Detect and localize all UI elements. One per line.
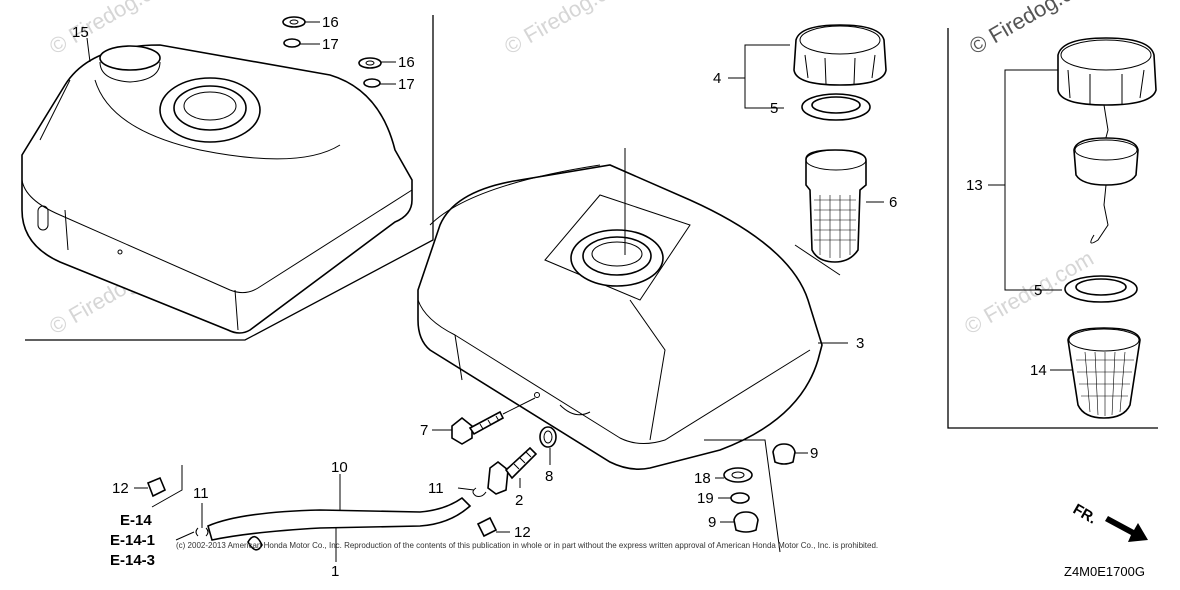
callout-1: 1 [331,563,339,580]
fuel-cap-13 [1057,37,1157,244]
inset-frames [25,15,1158,429]
bolt-7 [451,410,505,445]
callout-7: 7 [420,422,428,439]
strainer-14 [1067,327,1141,419]
grommet-frame [704,439,781,553]
callout-16-b: 16 [398,54,415,71]
alt-fuel-tank [21,44,413,334]
watermark-2: © Firedog.com [500,0,638,59]
washers-16-17 [282,16,382,88]
callout-15: 15 [72,24,89,41]
callout-18: 18 [694,470,711,487]
strainer-6 [805,149,867,263]
callout-9-b: 9 [708,514,716,531]
callout-14: 14 [1030,362,1047,379]
gasket-5-upper [801,93,871,121]
callout-13: 13 [966,177,983,194]
front-direction-marker: FR. [1070,501,1148,542]
strainer-guide-line [794,244,841,276]
reference-e14: E-14 [120,512,152,529]
diagram-code: Z4M0E1700G [1064,564,1145,579]
callout-17-b: 17 [398,76,415,93]
callout-4: 4 [713,70,721,87]
o-ring-8 [539,426,557,448]
clamp-12-right [476,516,498,538]
callout-3: 3 [856,335,864,352]
clamp-frame [151,465,183,508]
callout-8: 8 [545,468,553,485]
callout-6: 6 [889,194,897,211]
gasket-5-lower [1064,275,1138,303]
fuel-tube-10 [207,496,472,551]
callout-numbers: 15 16 17 16 17 4 5 6 3 13 5 14 7 8 2 11 … [72,14,1047,580]
callout-12-a: 12 [112,480,129,497]
callout-9-a: 9 [810,445,818,462]
callout-12-b: 12 [514,524,531,541]
clamp-12-left [146,476,167,498]
reference-e14-1: E-14-1 [110,532,155,549]
bolt-guide [502,397,536,415]
callout-10: 10 [331,459,348,476]
main-fuel-tank [417,148,823,470]
leader-lines [86,21,1072,562]
front-label: FR. [1070,501,1099,528]
callout-5-lower: 5 [1034,282,1042,299]
reference-labels: E-14 E-14-1 E-14-3 [110,512,155,569]
fuel-cap-4 [793,24,887,86]
grommets-9-18-19 [723,443,796,533]
drain-valve-2 [487,446,538,495]
callout-2: 2 [515,492,523,509]
callout-5-upper: 5 [770,100,778,117]
callout-11-b: 11 [193,485,209,502]
callout-17-a: 17 [322,36,339,53]
callout-19: 19 [697,490,714,507]
callout-11-a: 11 [428,480,444,497]
reference-e14-3: E-14-3 [110,552,155,569]
front-arrow-icon [1105,516,1148,542]
copyright-notice: (c) 2002-2013 American Honda Motor Co., … [176,541,878,550]
callout-16-a: 16 [322,14,339,31]
